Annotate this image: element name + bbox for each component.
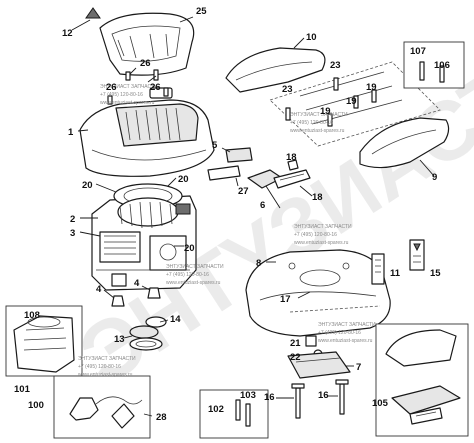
callout-19: 19 [366,82,377,93]
callout-10: 10 [306,32,317,43]
callout-14: 14 [170,314,181,325]
part-28-cable [53,375,151,439]
callout-3: 3 [70,228,75,239]
callout-19: 19 [320,106,331,117]
callout-1: 1 [68,127,74,138]
callout-107: 107 [410,46,426,57]
callout-23: 23 [330,60,341,71]
part-7 [287,351,351,379]
deck-frame-lines [299,71,403,125]
watermark-block-1: ЭНТУЗИАСТ ЗАПЧАСТИ +7 (495) 120-80-16 ww… [100,84,158,106]
watermark-block-2: ЭНТУЗИАСТ ЗАПЧАСТИ +7 (495) 120-80-16 ww… [290,112,348,134]
callout-25: 25 [196,6,207,17]
wm-site: www.entuziast-spares.ru [100,100,155,106]
part-105-box [375,323,469,437]
wm-site: www.entuziast-spares.ru [290,128,345,134]
callout-15: 15 [430,268,441,279]
parts-102-103-box [199,389,269,439]
wm-phone: +7 (495) 120-80-16 [318,330,361,336]
callout-numbers: 12 25 26 26 26 1 10 107 106 23 23 19 19 … [14,6,450,423]
callout-20: 20 [82,180,93,191]
wm-site: www.entuziast-spares.ru [294,240,349,246]
wm-phone: +7 (495) 120-80-16 [166,272,209,278]
wm-company: ЭНТУЗИАСТ ЗАПЧАСТИ [166,264,224,270]
pins-23-19 [285,77,377,127]
wm-phone: +7 (495) 120-80-16 [78,364,121,370]
parts-106-107-box [403,41,465,89]
callout-18: 18 [312,192,323,203]
callout-106: 106 [434,60,450,71]
part-25 [99,12,195,76]
callout-105: 105 [372,398,389,409]
screws-26 [107,69,169,105]
callout-19: 19 [346,96,357,107]
part-15-label [409,239,425,271]
callout-20: 20 [184,243,195,254]
callout-108: 108 [24,310,40,321]
part-108-box [5,305,83,377]
callout-26: 26 [140,58,151,69]
callout-13: 13 [114,334,125,345]
bolts-16 [291,379,349,419]
callout-27: 27 [238,186,249,197]
callout-23: 23 [282,84,293,95]
callout-4: 4 [134,278,140,289]
callout-103: 103 [240,390,256,401]
part-11-label [371,253,385,285]
callout-22: 22 [290,352,301,363]
callout-8: 8 [256,258,261,269]
part-27 [207,165,241,181]
wm-site: www.entuziast-spares.ru [318,338,373,344]
wm-site: www.entuziast-spares.ru [78,372,133,378]
callout-7: 7 [356,362,361,373]
callout-18: 18 [286,152,297,163]
wm-phone: +7 (495) 120-80-16 [100,92,143,98]
callout-101: 101 [14,384,31,395]
part-12 [85,7,101,19]
callout-9: 9 [432,172,437,183]
part-2-engine [91,183,197,291]
callout-11: 11 [390,268,401,279]
watermark-block-5: ЭНТУЗИАСТ ЗАПЧАСТИ +7 (495) 120-80-16 ww… [78,356,136,378]
wm-company: ЭНТУЗИАСТ ЗАПЧАСТИ [290,112,348,118]
callout-4: 4 [96,284,102,295]
callout-21: 21 [290,338,301,349]
callout-17: 17 [280,294,291,305]
callout-12: 12 [62,28,73,39]
deck-frame-dashed [269,61,441,147]
callout-26: 26 [106,82,117,93]
callout-6: 6 [260,200,265,211]
callout-5: 5 [212,140,218,151]
callout-102: 102 [208,404,224,415]
part-8-deck [245,249,391,337]
callout-16: 16 [318,390,329,401]
seals-13-14 [129,316,167,351]
spacers-4 [111,287,161,307]
watermark-block-6: ЭНТУЗИАСТ ЗАПЧАСТИ +7 (495) 120-80-16 ww… [318,322,376,344]
wm-phone: +7 (495) 120-80-16 [294,232,337,238]
part-10 [225,47,326,93]
wm-company: ЭНТУЗИАСТ ЗАПЧАСТИ [318,322,376,328]
callout-28: 28 [156,412,167,423]
wm-company: ЭНТУЗИАСТ ЗАПЧАСТИ [100,84,158,90]
callout-16: 16 [264,392,275,403]
watermark-block-4: ЭНТУЗИАСТ ЗАПЧАСТИ +7 (495) 120-80-16 ww… [166,264,224,286]
wm-phone: +7 (495) 120-80-16 [290,120,333,126]
watermark-block-3: ЭНТУЗИАСТ ЗАПЧАСТИ +7 (495) 120-80-16 ww… [294,224,352,246]
part-1 [79,87,215,177]
callout-26: 26 [150,82,161,93]
part-5 [225,147,253,163]
part-9 [359,117,450,169]
wm-company: ЭНТУЗИАСТ ЗАПЧАСТИ [78,356,136,362]
part-18 [273,159,311,189]
wm-company: ЭНТУЗИАСТ ЗАПЧАСТИ [294,224,352,230]
callout-100: 100 [28,400,44,411]
callout-20: 20 [178,174,189,185]
callout-2: 2 [70,214,75,225]
wm-site: www.entuziast-spares.ru [166,280,221,286]
